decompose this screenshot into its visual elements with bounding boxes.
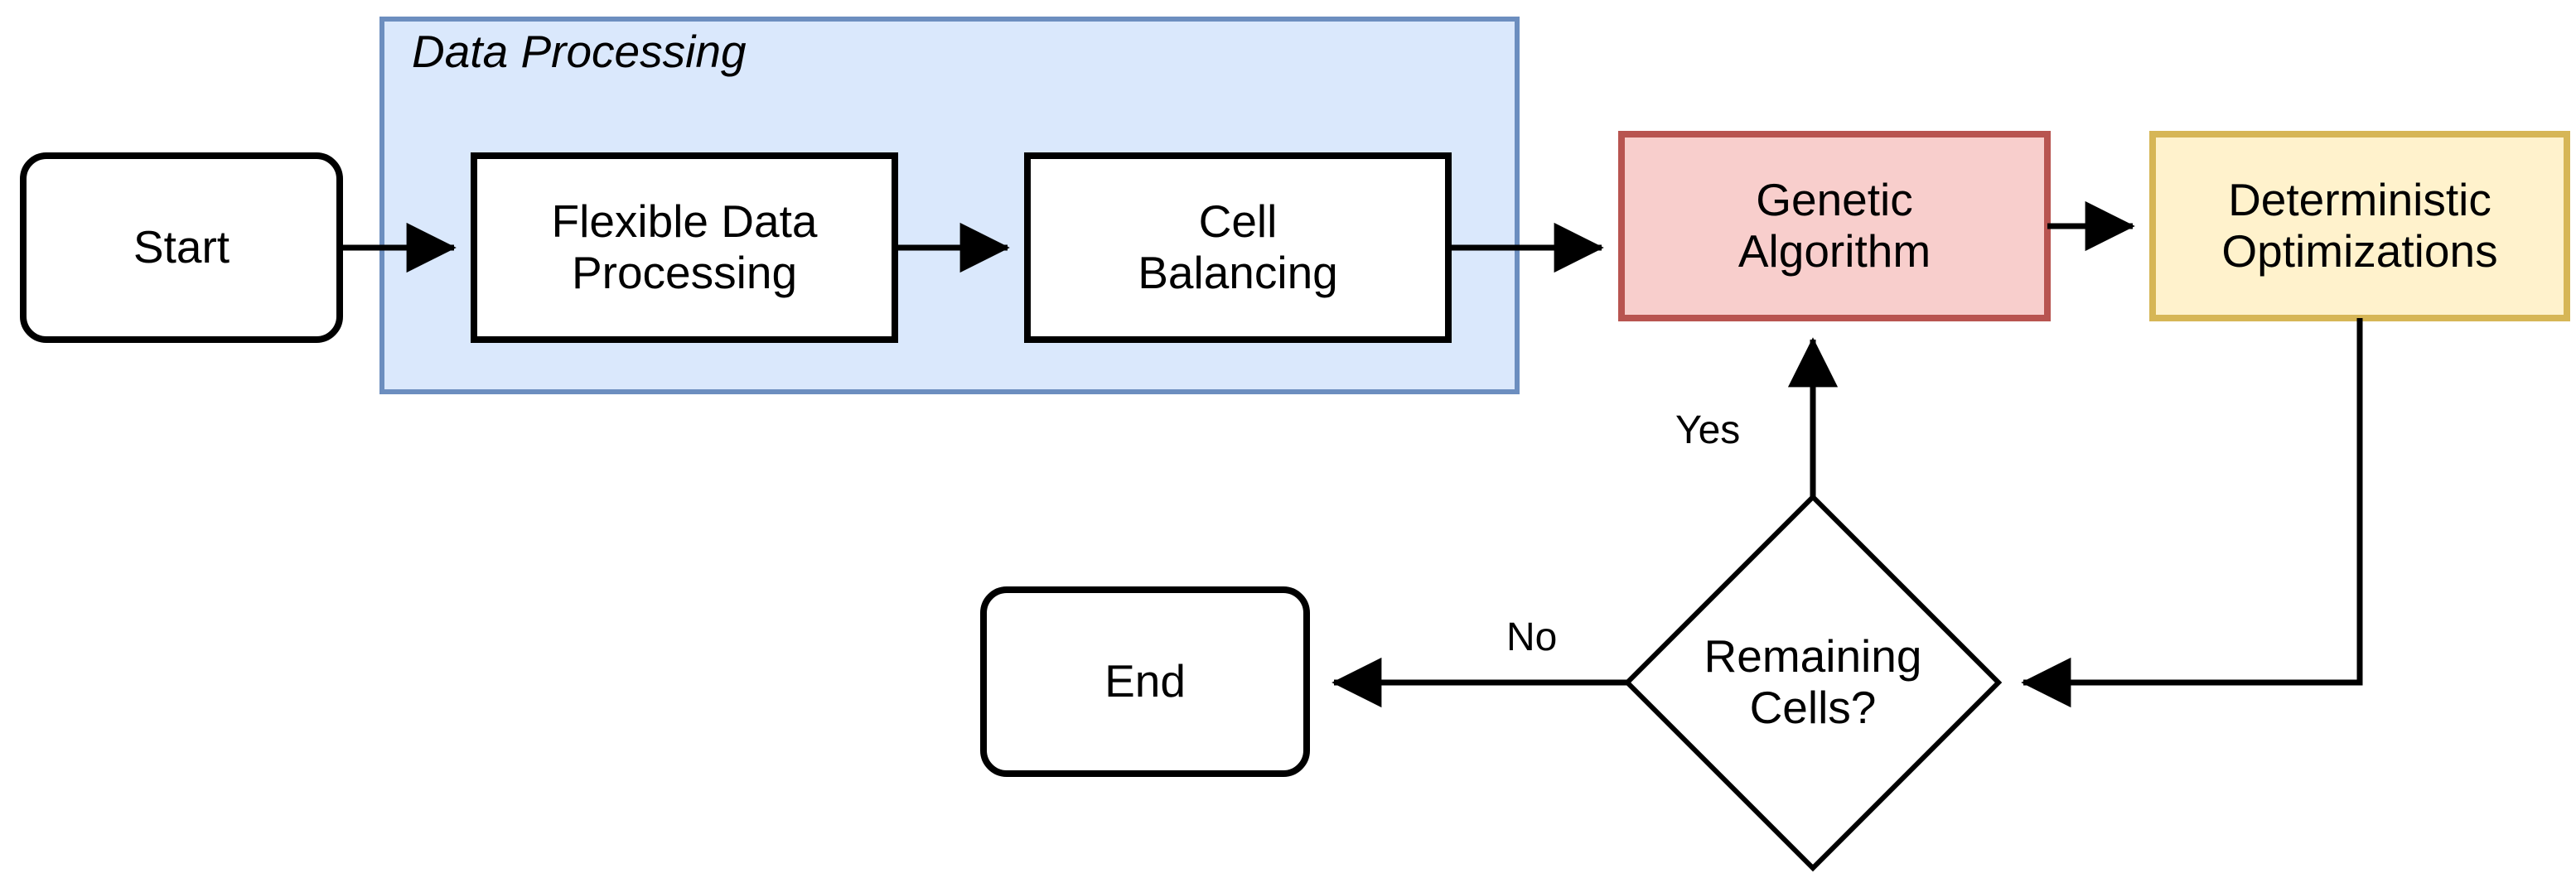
remaining-cells-node-shape[interactable] [1623,493,2003,872]
edge-deterministic-to-remaining-cells [2021,318,2363,708]
deterministic-optimizations-node-shape[interactable] [2149,131,2570,321]
start-node-shape[interactable] [20,152,343,343]
genetic-algorithm-node-shape[interactable] [1618,131,2051,321]
end-node-shape[interactable] [980,586,1310,777]
cell-balancing-node-shape[interactable] [1024,152,1452,343]
flexible-data-processing-node-shape[interactable] [471,152,898,343]
edge-label-no: No [1506,615,1558,659]
edge-label-yes: Yes [1675,408,1741,452]
data-processing-group-label: Data Processing [412,26,747,77]
